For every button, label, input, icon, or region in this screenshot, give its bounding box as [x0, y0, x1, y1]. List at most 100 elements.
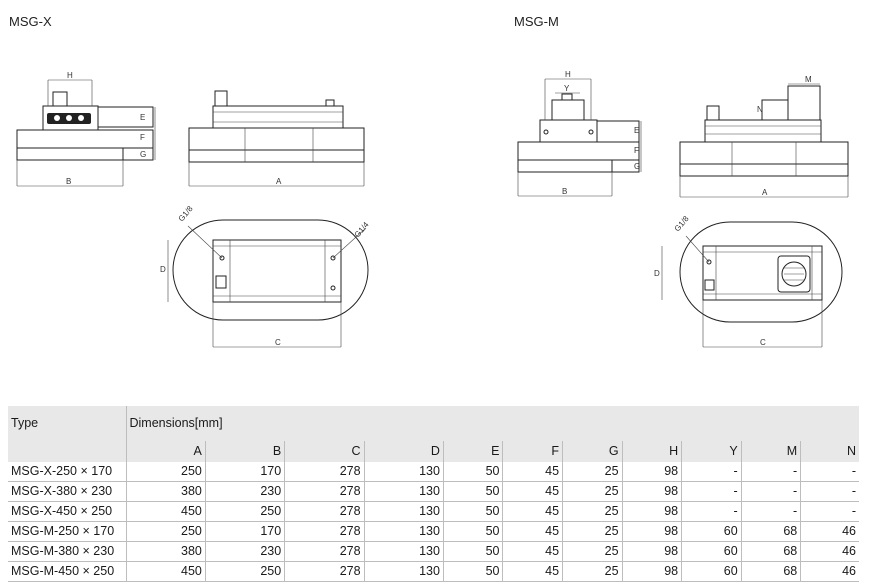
cell-y: 60 — [681, 521, 742, 542]
cell-n: - — [800, 481, 859, 502]
table-header-row: Type Dimensions[mm] — [8, 406, 859, 441]
label-g18-x: G1/8 — [177, 204, 195, 223]
cell-n: 46 — [800, 521, 859, 542]
column-header-f: F — [502, 441, 564, 462]
column-header-n: N — [800, 441, 859, 462]
row-type: MSG-M-250 × 170 — [8, 521, 127, 542]
column-header-b: B — [205, 441, 286, 462]
cell-f: 45 — [502, 521, 564, 542]
label-e-m: E — [634, 126, 639, 135]
cell-b: 230 — [205, 481, 286, 502]
cell-c: 278 — [284, 481, 365, 502]
cell-b: 170 — [205, 462, 286, 482]
label-h-m: H — [565, 70, 571, 79]
title-msg-x: MSG-X — [9, 14, 52, 29]
cell-g: 25 — [562, 481, 623, 502]
row-type: MSG-M-450 × 250 — [8, 561, 127, 582]
row-type: MSG-X-380 × 230 — [8, 481, 127, 502]
cell-d: 130 — [364, 501, 444, 522]
cell-e: 50 — [443, 521, 504, 542]
cell-a: 380 — [126, 481, 206, 502]
cell-n: 46 — [800, 561, 859, 582]
cell-a: 450 — [126, 561, 206, 582]
cell-d: 130 — [364, 541, 444, 562]
cell-b: 170 — [205, 521, 286, 542]
cell-n: - — [800, 462, 859, 482]
cell-a: 380 — [126, 541, 206, 562]
title-msg-m: MSG-M — [514, 14, 559, 29]
cell-y: 60 — [681, 541, 742, 562]
cell-f: 45 — [502, 462, 564, 482]
msgm-bottom-view: G1/8 D C — [654, 214, 843, 348]
cell-h: 98 — [622, 501, 683, 522]
cell-c: 278 — [284, 561, 365, 582]
cell-n: 46 — [800, 541, 859, 562]
cell-d: 130 — [364, 481, 444, 502]
column-header-e: E — [443, 441, 504, 462]
cell-y: 60 — [681, 561, 742, 582]
row-type: MSG-X-450 × 250 — [8, 501, 127, 522]
label-g-x: G — [140, 150, 146, 159]
cell-y: - — [681, 481, 742, 502]
cell-d: 130 — [364, 462, 444, 482]
cell-c: 278 — [284, 541, 365, 562]
technical-drawing: H E F G B A — [16, 70, 849, 348]
cell-h: 98 — [622, 462, 683, 482]
cell-h: 98 — [622, 541, 683, 562]
cell-y: - — [681, 501, 742, 522]
cell-g: 25 — [562, 521, 623, 542]
cell-b: 230 — [205, 541, 286, 562]
label-d-x: D — [160, 265, 166, 274]
label-f-m: F — [634, 146, 639, 155]
row-type: MSG-X-250 × 170 — [8, 462, 127, 482]
cell-a: 250 — [126, 521, 206, 542]
cell-e: 50 — [443, 481, 504, 502]
column-header-c: C — [284, 441, 365, 462]
label-m-m: M — [805, 75, 812, 84]
cell-b: 250 — [205, 501, 286, 522]
cell-m: 68 — [741, 561, 802, 582]
cell-d: 130 — [364, 561, 444, 582]
cell-c: 278 — [284, 501, 365, 522]
label-d-m: D — [654, 269, 660, 278]
type-header: Type — [8, 406, 127, 441]
cell-m: 68 — [741, 541, 802, 562]
cell-e: 50 — [443, 561, 504, 582]
column-header-a: A — [126, 441, 206, 462]
cell-g: 25 — [562, 501, 623, 522]
cell-h: 98 — [622, 521, 683, 542]
cell-f: 45 — [502, 501, 564, 522]
column-header-h: H — [622, 441, 683, 462]
label-n-m: N — [757, 105, 763, 114]
cell-m: - — [741, 481, 802, 502]
cell-f: 45 — [502, 481, 564, 502]
cell-h: 98 — [622, 561, 683, 582]
label-a-x: A — [276, 177, 282, 186]
msgx-bottom-view: G1/8 G1/4 D C — [160, 204, 371, 348]
cell-y: - — [681, 462, 742, 482]
dimensions-header: Dimensions[mm] — [126, 406, 859, 441]
cell-n: - — [800, 501, 859, 522]
cell-g: 25 — [562, 561, 623, 582]
cell-f: 45 — [502, 541, 564, 562]
label-f-x: F — [140, 133, 145, 142]
cell-e: 50 — [443, 501, 504, 522]
label-b-x: B — [66, 177, 71, 186]
row-type: MSG-M-380 × 230 — [8, 541, 127, 562]
column-header-y: Y — [681, 441, 742, 462]
cell-a: 250 — [126, 462, 206, 482]
msgm-side-view: H Y E F G B — [517, 70, 642, 197]
cell-g: 25 — [562, 462, 623, 482]
label-h-x: H — [67, 71, 73, 80]
msgx-front-view: A — [188, 90, 365, 187]
type-header-spacer — [8, 441, 127, 462]
column-header-m: M — [741, 441, 802, 462]
cell-c: 278 — [284, 521, 365, 542]
msgx-side-view: H E F G B — [16, 71, 156, 187]
